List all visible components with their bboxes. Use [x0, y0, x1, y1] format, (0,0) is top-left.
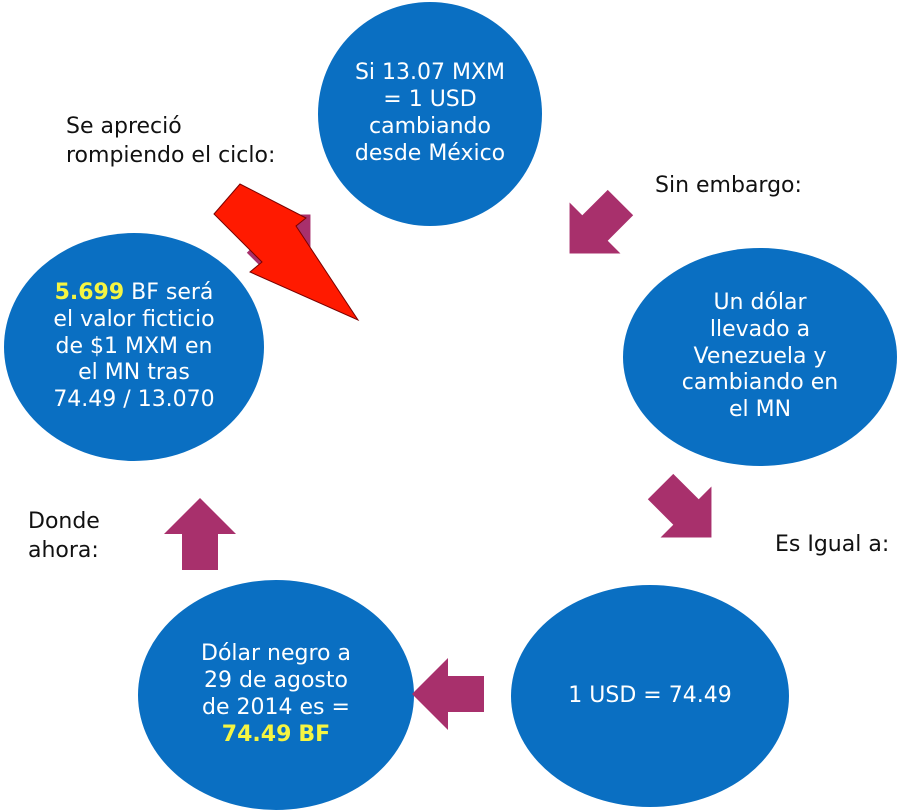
node-line: el MN tras [78, 360, 190, 386]
arrow-down-left-icon [647, 473, 712, 538]
node-line: cambiando en [681, 370, 839, 396]
label-broke-cycle: Se apreció rompiendo el ciclo: [66, 113, 275, 170]
node-line: 5.699 BF será [53, 280, 214, 307]
node-text: Un dólar llevado a Venezuela y cambiando… [682, 290, 838, 424]
label-line: Donde [28, 509, 100, 534]
cycle-node-usd-equals: 1 USD = 74.49 [511, 585, 789, 807]
node-line: Venezuela y [693, 343, 827, 369]
node-line: 74.49 BF [201, 722, 351, 749]
cycle-node-black-dollar: Dólar negro a 29 de agosto de 2014 es = … [138, 580, 414, 810]
node-line-rest: BF será [124, 279, 214, 305]
node-line: desde México [354, 140, 506, 166]
node-line: Dólar negro a [201, 641, 351, 667]
node-text: Si 13.07 MXM = 1 USD cambiando desde Méx… [355, 60, 505, 167]
node-text: Dólar negro a 29 de agosto de 2014 es = … [201, 641, 351, 748]
label-line: ahora: [28, 537, 99, 563]
node-text: 1 USD = 74.49 [568, 683, 731, 710]
node-line: de $1 MXM en [55, 333, 213, 359]
node-line: cambiando [369, 114, 491, 139]
arrow-up-right-icon [246, 214, 311, 279]
node-line: llevado a [709, 316, 811, 342]
arrow-down-right-icon [569, 189, 634, 254]
label-sin-embargo: Sin embargo: [655, 173, 802, 198]
highlight-value: 5.699 [54, 279, 125, 305]
node-line: el valor ficticio [53, 306, 215, 332]
arrow-left-icon [412, 658, 484, 730]
cycle-node-exchange-mexico: Si 13.07 MXM = 1 USD cambiando desde Méx… [318, 2, 542, 226]
node-text: 5.699 BF será el valor ficticio de $1 MX… [53, 280, 214, 414]
highlight-value: 74.49 [221, 721, 292, 747]
label-line: rompiendo el ciclo: [66, 142, 276, 168]
node-line: 74.49 / 13.070 [53, 387, 215, 413]
highlight-unit: BF [298, 721, 331, 747]
label-line: Se apreció [66, 114, 182, 139]
cycle-node-fictitious-value: 5.699 BF será el valor ficticio de $1 MX… [4, 233, 264, 461]
label-donde-ahora: Donde ahora: [28, 508, 100, 565]
node-line: Un dólar [713, 289, 807, 315]
node-line: Si 13.07 MXM [354, 60, 506, 86]
label-es-igual: Es Igual a: [775, 532, 890, 557]
node-line: el MN [728, 397, 792, 423]
arrow-up-icon [164, 498, 236, 570]
node-line: = 1 USD [383, 87, 477, 113]
node-line: 29 de agosto [204, 668, 348, 694]
node-line: de 2014 es = [202, 695, 350, 720]
node-line: 1 USD = 74.49 [568, 682, 732, 708]
cycle-node-dollar-venezuela: Un dólar llevado a Venezuela y cambiando… [623, 248, 897, 466]
